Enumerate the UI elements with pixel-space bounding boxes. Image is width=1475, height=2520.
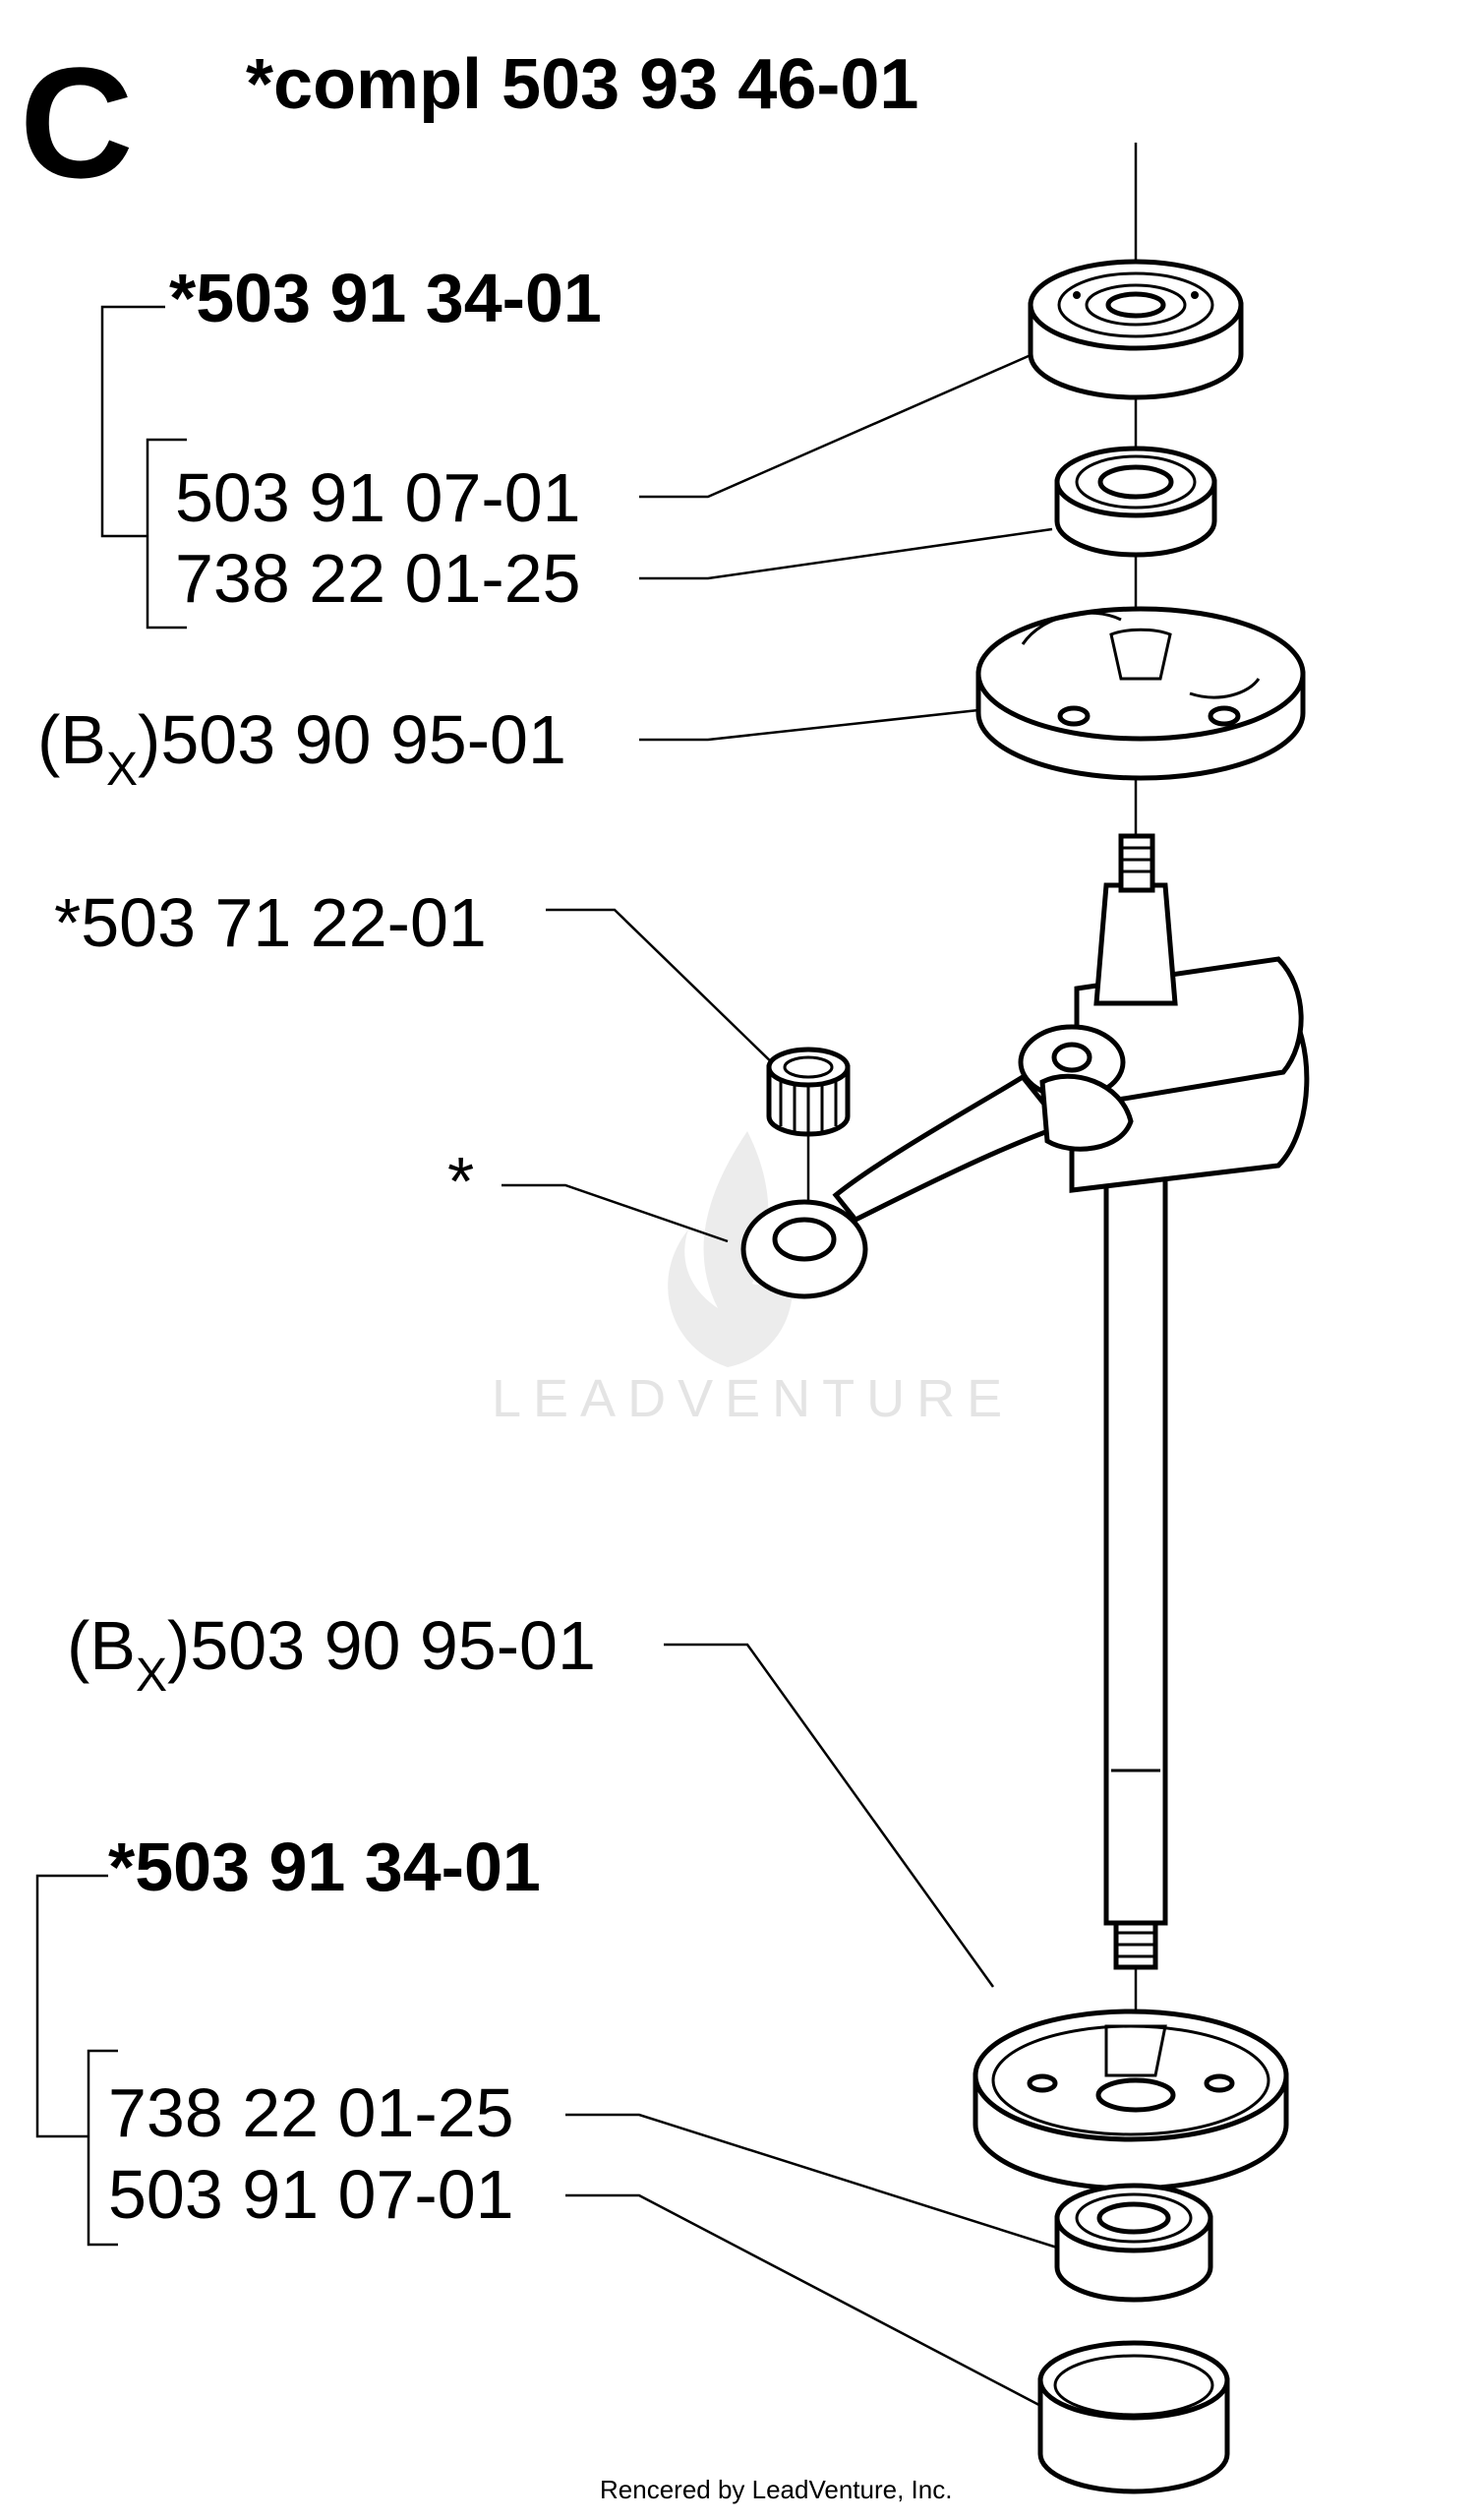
watermark: LEADVENTURE xyxy=(492,1131,1014,1428)
label-bottom-seal[interactable]: 738 22 01-25 xyxy=(108,2074,514,2151)
part-bottom-oil-seal[interactable] xyxy=(1054,2183,1213,2303)
footer-credit: Rencered by LeadVenture, Inc. xyxy=(600,2475,952,2504)
bracket-top-group xyxy=(100,305,187,630)
label-top-bearing[interactable]: 503 91 07-01 xyxy=(175,459,581,536)
part-needle-bearing[interactable] xyxy=(766,1047,851,1137)
part-top-crankcase-half[interactable] xyxy=(975,606,1306,781)
part-top-oil-seal[interactable] xyxy=(1054,446,1217,558)
diagram-title: *compl 503 93 46-01 xyxy=(246,45,918,124)
label-group-top[interactable]: *503 91 34-01 xyxy=(169,260,602,336)
part-bottom-bearing[interactable] xyxy=(1037,2340,1230,2494)
label-top-seal[interactable]: 738 22 01-25 xyxy=(175,540,581,617)
part-top-ball-bearing[interactable] xyxy=(1028,259,1244,400)
label-bottom-half[interactable]: (BX)503 90 95-01 xyxy=(67,1607,596,1702)
svg-text:(BX)503 90 95-01: (BX)503 90 95-01 xyxy=(67,1607,596,1702)
part-bottom-crankcase-half[interactable] xyxy=(973,2009,1289,2191)
bracket-bottom-group xyxy=(35,1874,118,2247)
label-conrod[interactable]: * xyxy=(447,1143,474,1220)
part-connecting-rod[interactable] xyxy=(740,1073,1134,1299)
label-group-bottom[interactable]: *503 91 34-01 xyxy=(108,1829,541,1905)
watermark-flame-icon xyxy=(668,1131,794,1367)
label-bottom-bearing[interactable]: 503 91 07-01 xyxy=(108,2156,514,2233)
section-letter: C xyxy=(20,34,134,210)
label-needle-bearing[interactable]: *503 71 22-01 xyxy=(54,884,487,961)
svg-text:(BX)503 90 95-01: (BX)503 90 95-01 xyxy=(37,701,566,796)
label-top-half[interactable]: (BX)503 90 95-01 xyxy=(37,701,566,796)
part-crankshaft[interactable] xyxy=(1018,833,1310,1970)
watermark-text: LEADVENTURE xyxy=(492,1369,1014,1428)
